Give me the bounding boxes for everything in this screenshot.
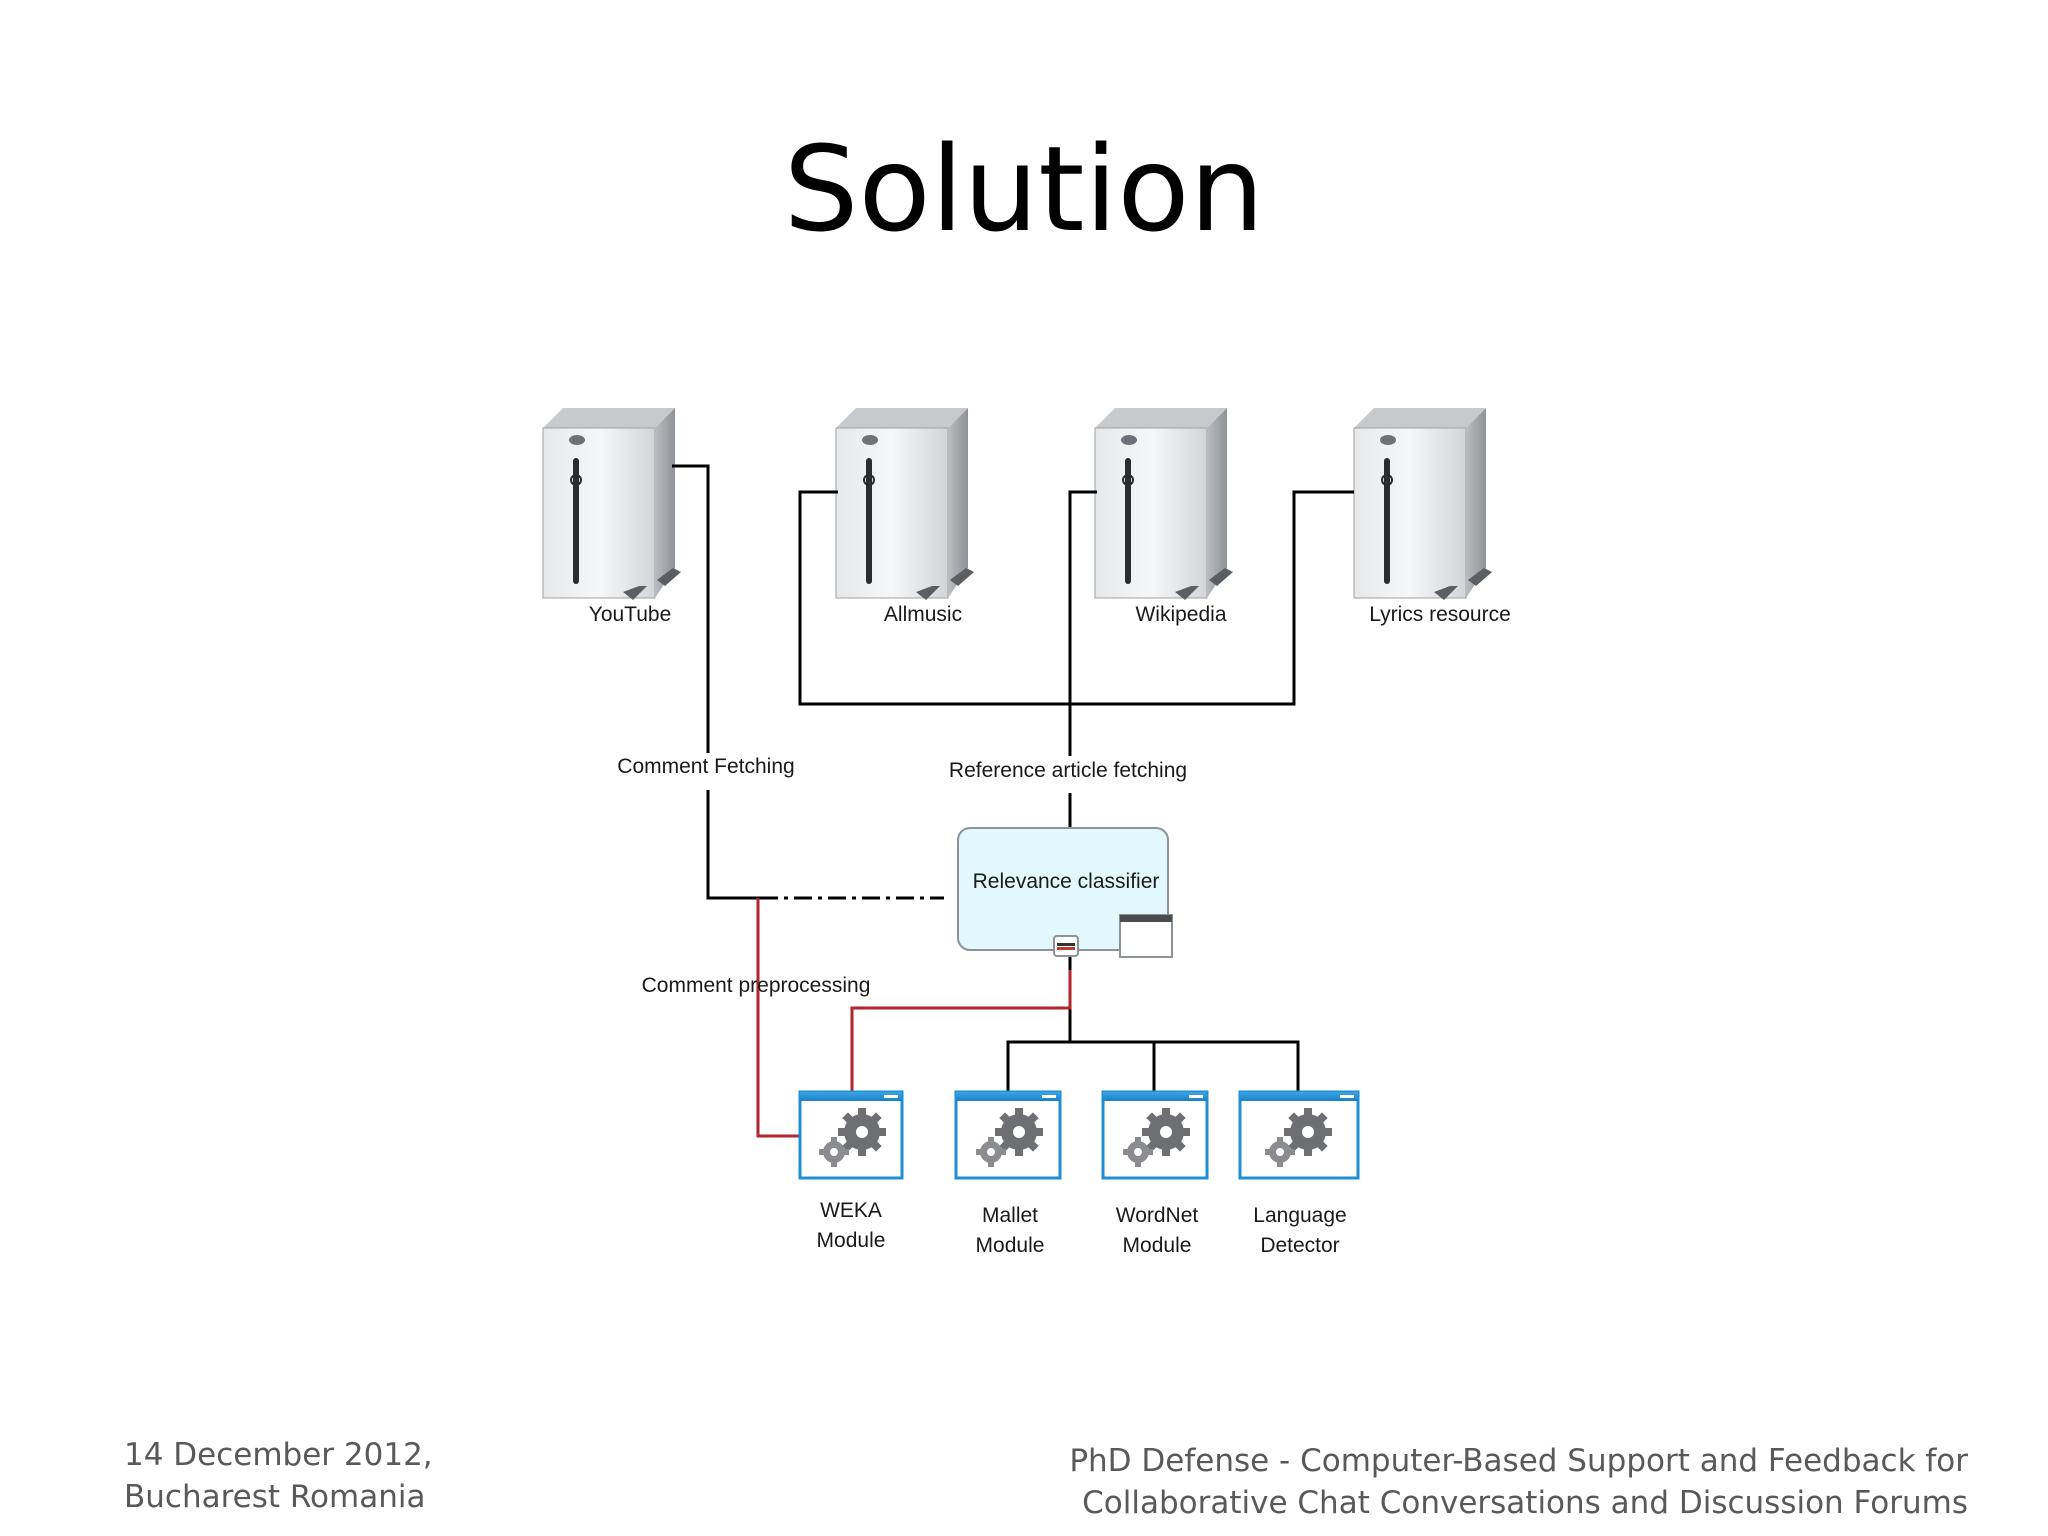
module-label-line1: WordNet — [1116, 1204, 1199, 1227]
footer-presentation-title: PhD Defense - Computer-Based Support and… — [1069, 1440, 1968, 1524]
server-wikipedia: Wikipedia — [1094, 407, 1234, 626]
bookmark-icon — [1053, 935, 1079, 957]
edge-label-comment-fetching: Comment Fetching — [617, 755, 794, 778]
module-label-line2: Detector — [1260, 1234, 1339, 1257]
reference-bus — [798, 490, 1354, 706]
server-label-lyrics: Lyrics resource — [1369, 603, 1511, 626]
comment-fetch-connector — [706, 790, 760, 900]
server-label-allmusic: Allmusic — [884, 603, 962, 626]
footer-title-line1: PhD Defense - Computer-Based Support and… — [1069, 1443, 1968, 1479]
module-label-line1: Language — [1253, 1204, 1346, 1227]
relevance-classifier-node: Relevance classifier — [957, 827, 1173, 958]
slide-title: Solution — [783, 120, 1265, 258]
wikipedia-connector — [1068, 490, 1097, 756]
footer-place: Bucharest Romania — [124, 1479, 426, 1515]
module-weka: WEKA Module — [798, 1090, 904, 1252]
module-mallet: Mallet Module — [954, 1090, 1062, 1257]
footer-title-line2: Collaborative Chat Conversations and Dis… — [1082, 1485, 1968, 1521]
module-label-line1: WEKA — [820, 1199, 882, 1222]
module-label-line2: Module — [817, 1229, 886, 1252]
classifier-label: Relevance classifier — [973, 870, 1160, 893]
footer-date: 14 December 2012, — [124, 1437, 433, 1473]
youtube-connector — [672, 464, 710, 753]
module-label-line2: Module — [1123, 1234, 1192, 1257]
preprocessing-red-path — [756, 898, 800, 1138]
module-label-line1: Mallet — [982, 1204, 1038, 1227]
module-wordnet: WordNet Module — [1101, 1090, 1209, 1257]
server-allmusic: Allmusic — [835, 407, 975, 626]
edge-label-reference-fetching: Reference article fetching — [949, 759, 1187, 782]
edge-label-comment-preprocessing: Comment preprocessing — [642, 974, 871, 997]
module-language-detector: Language Detector — [1238, 1090, 1360, 1257]
server-label-wikipedia: Wikipedia — [1135, 603, 1226, 626]
classifier-red-path — [850, 970, 1072, 1094]
server-lyrics-resource: Lyrics resource — [1353, 407, 1511, 626]
server-label-youtube: YouTube — [589, 603, 672, 626]
footer-date-location: 14 December 2012, Bucharest Romania — [124, 1434, 433, 1518]
module-label-line2: Module — [976, 1234, 1045, 1257]
connector-lines — [672, 464, 1354, 1138]
server-youtube: YouTube — [542, 407, 682, 626]
